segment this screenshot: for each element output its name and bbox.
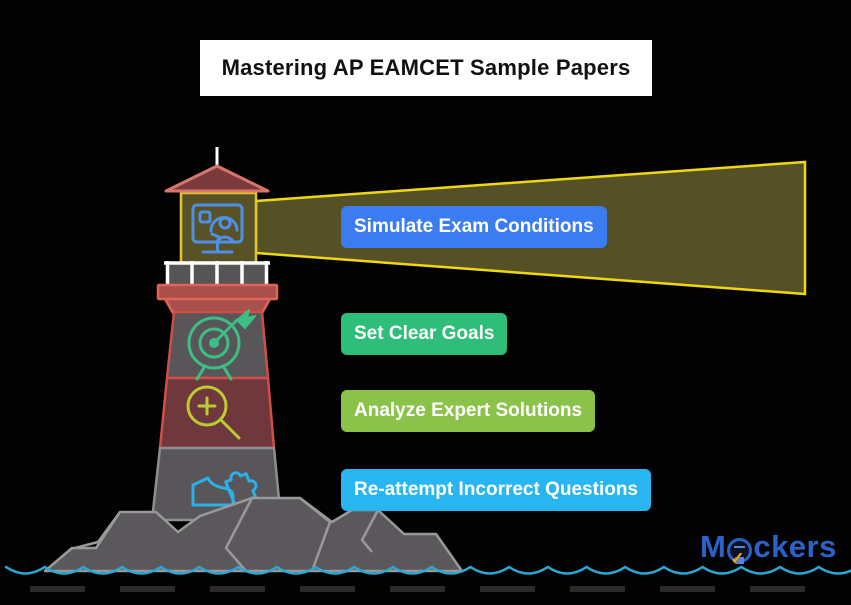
gallery-deck [156,283,279,301]
gallery-railing [164,261,270,287]
check-mark-icon: ✓ [730,548,746,568]
target-goal-icon [187,309,256,381]
page-title: Mastering AP EAMCET Sample Papers [221,55,631,80]
mockers-logo: M ✓ ckers [700,528,837,567]
step-label: Analyze Expert Solutions [354,400,583,421]
zoom-magnifier-icon [186,385,241,440]
step-button-set-clear-goals[interactable]: Set Clear Goals [341,313,508,355]
document-lines-icon [734,545,746,557]
logo-o-document-icon: ✓ [727,537,753,567]
sea-waves [4,565,851,575]
puzzle-piece-icon [191,471,258,507]
lighthouse-roof [164,164,270,193]
logo-text-prefix: M [700,529,727,564]
title-box: Mastering AP EAMCET Sample Papers [200,40,652,96]
rock-base [43,496,464,573]
step-label: Set Clear Goals [354,323,495,344]
logo-text-suffix: ckers [753,529,837,564]
step-button-simulate-exam-conditions[interactable]: Simulate Exam Conditions [341,206,607,248]
step-button-reattempt-incorrect-questions[interactable]: Re-attempt Incorrect Questions [341,469,651,511]
step-label: Re-attempt Incorrect Questions [354,479,638,500]
step-button-analyze-expert-solutions[interactable]: Analyze Expert Solutions [341,390,596,432]
video-call-monitor-icon [191,203,244,254]
step-label: Simulate Exam Conditions [354,216,594,237]
